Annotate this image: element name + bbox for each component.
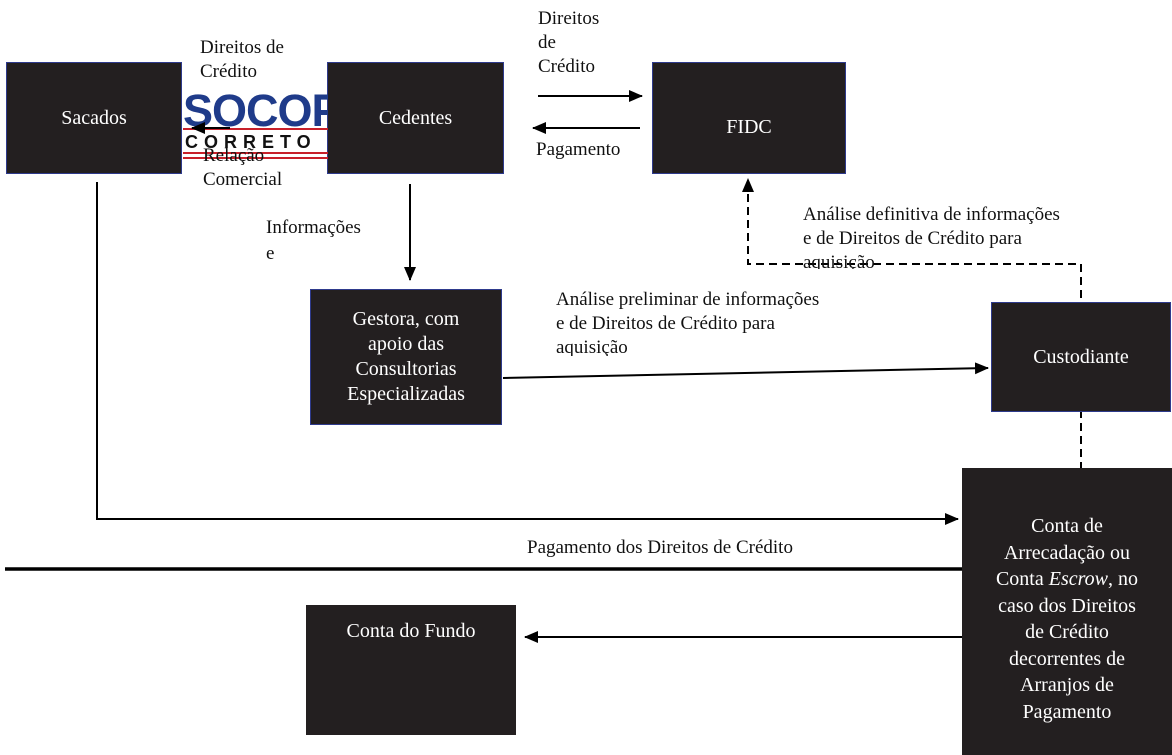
arrow-sacados-to-conta-arrecadacao — [96, 182, 959, 525]
conta-arrecadacao-line-3-italic: Escrow — [1048, 568, 1109, 590]
node-fidc: FIDC — [652, 62, 846, 174]
conta-arrecadacao-line-1: Conta de — [1031, 515, 1103, 537]
label-direitos-de-credito-right-line-1: Direitos — [538, 8, 600, 29]
conta-arrecadacao-line-3-suffix: , no — [1108, 568, 1139, 590]
label-direitos-de-credito-right-line-3: Crédito — [538, 56, 595, 77]
conta-arrecadacao-line-6: decorrentes de — [1008, 647, 1126, 670]
label-analise-definitiva: Análise definitiva de informações e de D… — [803, 203, 1060, 269]
label-direitos-de-credito-left-line-2: Crédito — [200, 61, 257, 82]
node-conta-fundo: Conta do Fundo — [306, 605, 516, 735]
node-gestora-line-2: apoio das — [367, 333, 445, 355]
dashed-arrow-custodiante-to-fidc — [742, 178, 1082, 298]
socop-logo-line-top — [183, 128, 328, 130]
socop-logo-word: SOCOP — [183, 88, 328, 136]
label-relacao-comercial-line-2: Comercial — [203, 169, 283, 190]
node-conta-fundo-label: Conta do Fundo — [346, 620, 476, 642]
label-analise-definitiva-line-1: Análise definitiva de informações — [803, 204, 1060, 225]
label-analise-preliminar: Análise preliminar de informações e de D… — [556, 288, 819, 356]
node-gestora: Gestora, com apoio das Consultorias Espe… — [310, 289, 502, 425]
node-sacados: Sacados — [6, 62, 182, 174]
node-gestora-line-4: Especializadas — [347, 383, 465, 405]
label-analise-preliminar-line-1: Análise preliminar de informações — [556, 289, 820, 310]
label-informacoes-line-2: e — [266, 243, 275, 264]
node-custodiante-label: Custodiante — [1033, 345, 1129, 368]
socop-logo-sub: CORRETO — [185, 132, 317, 152]
socop-logo-line-mid — [183, 152, 328, 154]
node-gestora-line-1: Gestora, com — [352, 308, 460, 330]
label-analise-preliminar-line-2: e de Direitos de Crédito para — [556, 313, 775, 334]
conta-arrecadacao-line-3-prefix: Conta — [995, 568, 1049, 590]
label-direitos-de-credito-right-line-2: de — [538, 32, 556, 53]
label-relacao-comercial-line-1: Relação — [203, 145, 265, 166]
label-relacao-comercial: Relação Comercial — [203, 144, 282, 192]
conta-arrecadacao-line-2: Arrecadação ou — [1003, 541, 1131, 564]
label-analise-definitiva-line-3: aquisição — [803, 252, 875, 269]
conta-arrecadacao-line-4: caso dos Direitos — [998, 594, 1136, 617]
label-analise-definitiva-line-2: e de Direitos de Crédito para — [803, 228, 1022, 249]
node-cedentes-label: Cedentes — [378, 106, 453, 129]
label-informacoes-line-1: Informações — [266, 217, 361, 238]
conta-arrecadacao-line-8: Pagamento — [1022, 700, 1112, 723]
label-pagamento: Pagamento — [536, 139, 621, 160]
label-direitos-de-credito-left-line-1: Direitos de — [200, 37, 284, 58]
label-direitos-de-credito-left: Direitos de Crédito — [200, 36, 284, 84]
node-cedentes: Cedentes — [327, 62, 504, 174]
conta-arrecadacao-line-7: Arranjos de — [1020, 674, 1114, 696]
socop-logo-line-bottom — [183, 157, 328, 159]
node-conta-arrecadacao: Conta de Arrecadação ou Conta Escrow, no… — [962, 468, 1172, 755]
conta-arrecadacao-line-3: Conta Escrow, no — [996, 566, 1138, 593]
label-pagamento-dos-direitos: Pagamento dos Direitos de Crédito — [527, 537, 793, 558]
node-custodiante: Custodiante — [991, 302, 1171, 412]
node-sacados-label: Sacados — [61, 106, 127, 129]
socop-logo: SOCOP CORRETO — [183, 88, 328, 160]
label-direitos-de-credito-right: Direitos de Crédito — [538, 7, 599, 79]
node-fidc-label: FIDC — [726, 115, 772, 138]
label-analise-preliminar-line-3: aquisição — [556, 337, 628, 356]
label-informacoes: Informações e — [266, 215, 361, 267]
arrow-gestora-to-custodiante — [502, 362, 989, 379]
conta-arrecadacao-line-5: de Crédito — [1025, 621, 1109, 643]
node-gestora-line-3: Consultorias — [355, 358, 457, 380]
